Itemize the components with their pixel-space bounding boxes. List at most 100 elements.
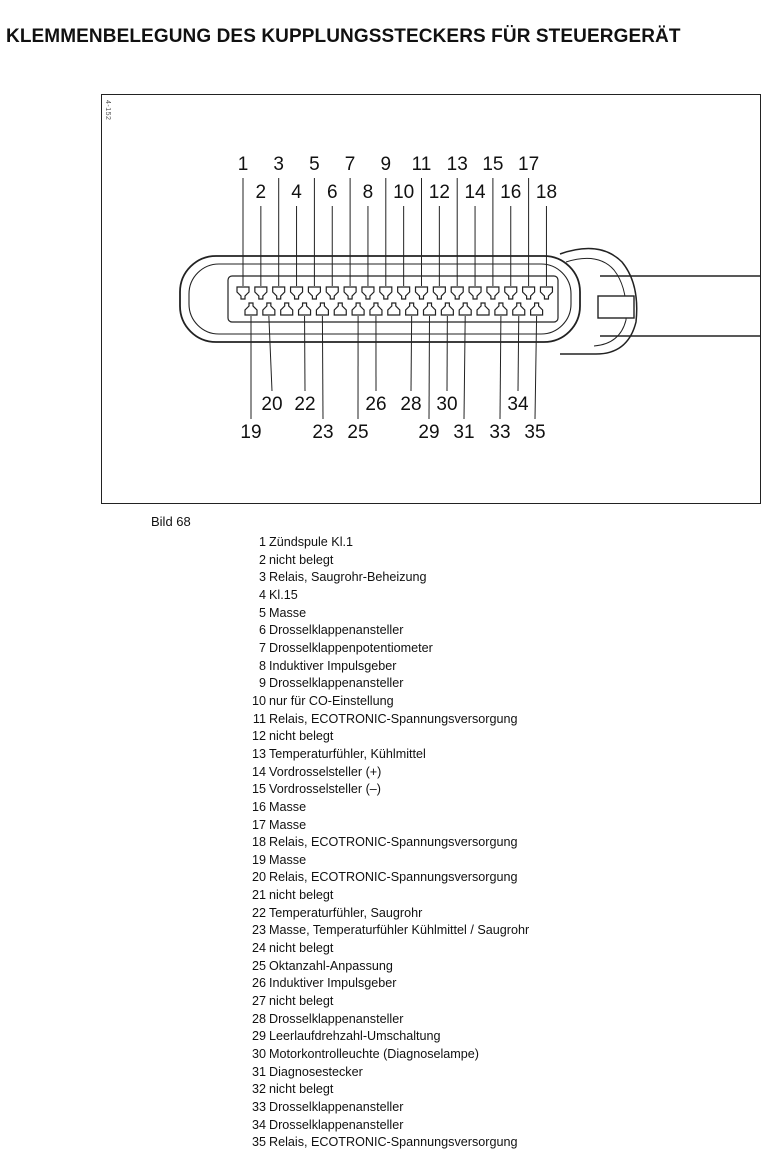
pin-35 bbox=[530, 302, 544, 316]
pin-number-label: 1 bbox=[238, 154, 249, 175]
connector-housing bbox=[179, 255, 581, 343]
pin-label: Induktiver Impulsgeber bbox=[269, 976, 397, 991]
pin-number: 35 bbox=[251, 1135, 266, 1150]
pin-31 bbox=[458, 302, 472, 316]
pin-label: Oktanzahl-Anpassung bbox=[269, 958, 393, 973]
pin-label: Masse, Temperaturfühler Kühlmittel / Sau… bbox=[269, 923, 530, 938]
pin-9 bbox=[379, 286, 393, 300]
pin-4 bbox=[289, 286, 304, 300]
pin-18 bbox=[539, 286, 554, 300]
pin-number: 20 bbox=[251, 870, 266, 885]
pin-28 bbox=[405, 302, 419, 316]
pin-8 bbox=[361, 286, 375, 300]
pin-16 bbox=[504, 286, 518, 300]
pin-number-label: 31 bbox=[453, 422, 474, 443]
pin-number-label: 26 bbox=[365, 394, 386, 415]
figure-code: 4-152 bbox=[104, 100, 111, 121]
pin-number-label: 8 bbox=[363, 182, 374, 203]
pin-number-label: 7 bbox=[345, 154, 356, 175]
pin-number: 34 bbox=[251, 1117, 266, 1132]
pin-number-label: 19 bbox=[240, 422, 261, 443]
pin-label: Drosselklappenansteller bbox=[269, 1117, 404, 1132]
pin-number-label: 25 bbox=[347, 422, 368, 443]
pin-12 bbox=[432, 286, 446, 300]
pin-number: 29 bbox=[251, 1029, 266, 1044]
pin-14 bbox=[468, 286, 482, 300]
pin-number-label: 34 bbox=[507, 394, 529, 415]
pin-1 bbox=[236, 286, 250, 300]
pin-number: 10 bbox=[251, 693, 266, 708]
pin-number-label: 16 bbox=[500, 182, 521, 203]
pin-number: 18 bbox=[251, 835, 266, 850]
pin-number-label: 23 bbox=[312, 422, 333, 443]
pin-label: Kl.15 bbox=[269, 587, 298, 602]
pin-3 bbox=[272, 286, 286, 300]
pin-34 bbox=[512, 302, 526, 316]
pin-26 bbox=[369, 302, 383, 316]
pin-number: 8 bbox=[258, 658, 266, 673]
leader-lines bbox=[242, 178, 547, 420]
pin-number-label: 29 bbox=[418, 422, 439, 443]
pin-number: 9 bbox=[258, 676, 266, 691]
pin-number: 6 bbox=[258, 623, 266, 638]
cable bbox=[559, 247, 761, 355]
leader-line bbox=[410, 315, 413, 392]
figure-frame bbox=[101, 94, 761, 504]
pin-17 bbox=[522, 286, 536, 300]
pin-label: Relais, ECOTRONIC-Spannungsversorgung bbox=[269, 1135, 518, 1150]
pin-label: Induktiver Impulsgeber bbox=[269, 658, 397, 673]
pin-6 bbox=[325, 286, 339, 300]
pin-10 bbox=[397, 286, 411, 300]
leader-line bbox=[428, 315, 430, 420]
pin-label: Temperaturfühler, Saugrohr bbox=[269, 905, 423, 920]
pin-number-label: 13 bbox=[447, 154, 468, 175]
pin-label: Drosselklappenansteller bbox=[269, 1011, 404, 1026]
pin-number: 30 bbox=[251, 1047, 266, 1062]
pin-label: Drosselklappenansteller bbox=[269, 1100, 404, 1114]
pin-number-label: 33 bbox=[489, 422, 510, 443]
pin-number-label: 2 bbox=[256, 182, 267, 203]
pin-label: Masse bbox=[269, 852, 307, 867]
pin-number-label: 4 bbox=[291, 182, 302, 203]
pin-number: 22 bbox=[251, 905, 266, 920]
pin-label: nicht belegt bbox=[269, 552, 334, 567]
pin-label: nicht belegt bbox=[269, 941, 334, 956]
pin-15 bbox=[486, 286, 500, 300]
leader-line bbox=[534, 315, 538, 420]
pin-number: 13 bbox=[251, 746, 266, 761]
pin-label: Drosselklappenpotentiometer bbox=[269, 640, 433, 655]
pin-number-label: 11 bbox=[412, 154, 432, 175]
pin-23 bbox=[315, 302, 329, 316]
pin-number-label: 5 bbox=[309, 154, 320, 175]
page-title: KLEMMENBELEGUNG DES KUPPLUNGSSTECKERS FÜ… bbox=[6, 26, 681, 47]
pin-22 bbox=[297, 302, 312, 316]
pin-number: 31 bbox=[251, 1064, 266, 1079]
pin-number: 12 bbox=[251, 729, 266, 744]
leader-line bbox=[499, 315, 502, 420]
pin-30 bbox=[440, 302, 454, 316]
pin-label: Drosselklappenansteller bbox=[269, 623, 404, 638]
pin-label: Temperaturfühler, Kühlmittel bbox=[269, 746, 426, 761]
